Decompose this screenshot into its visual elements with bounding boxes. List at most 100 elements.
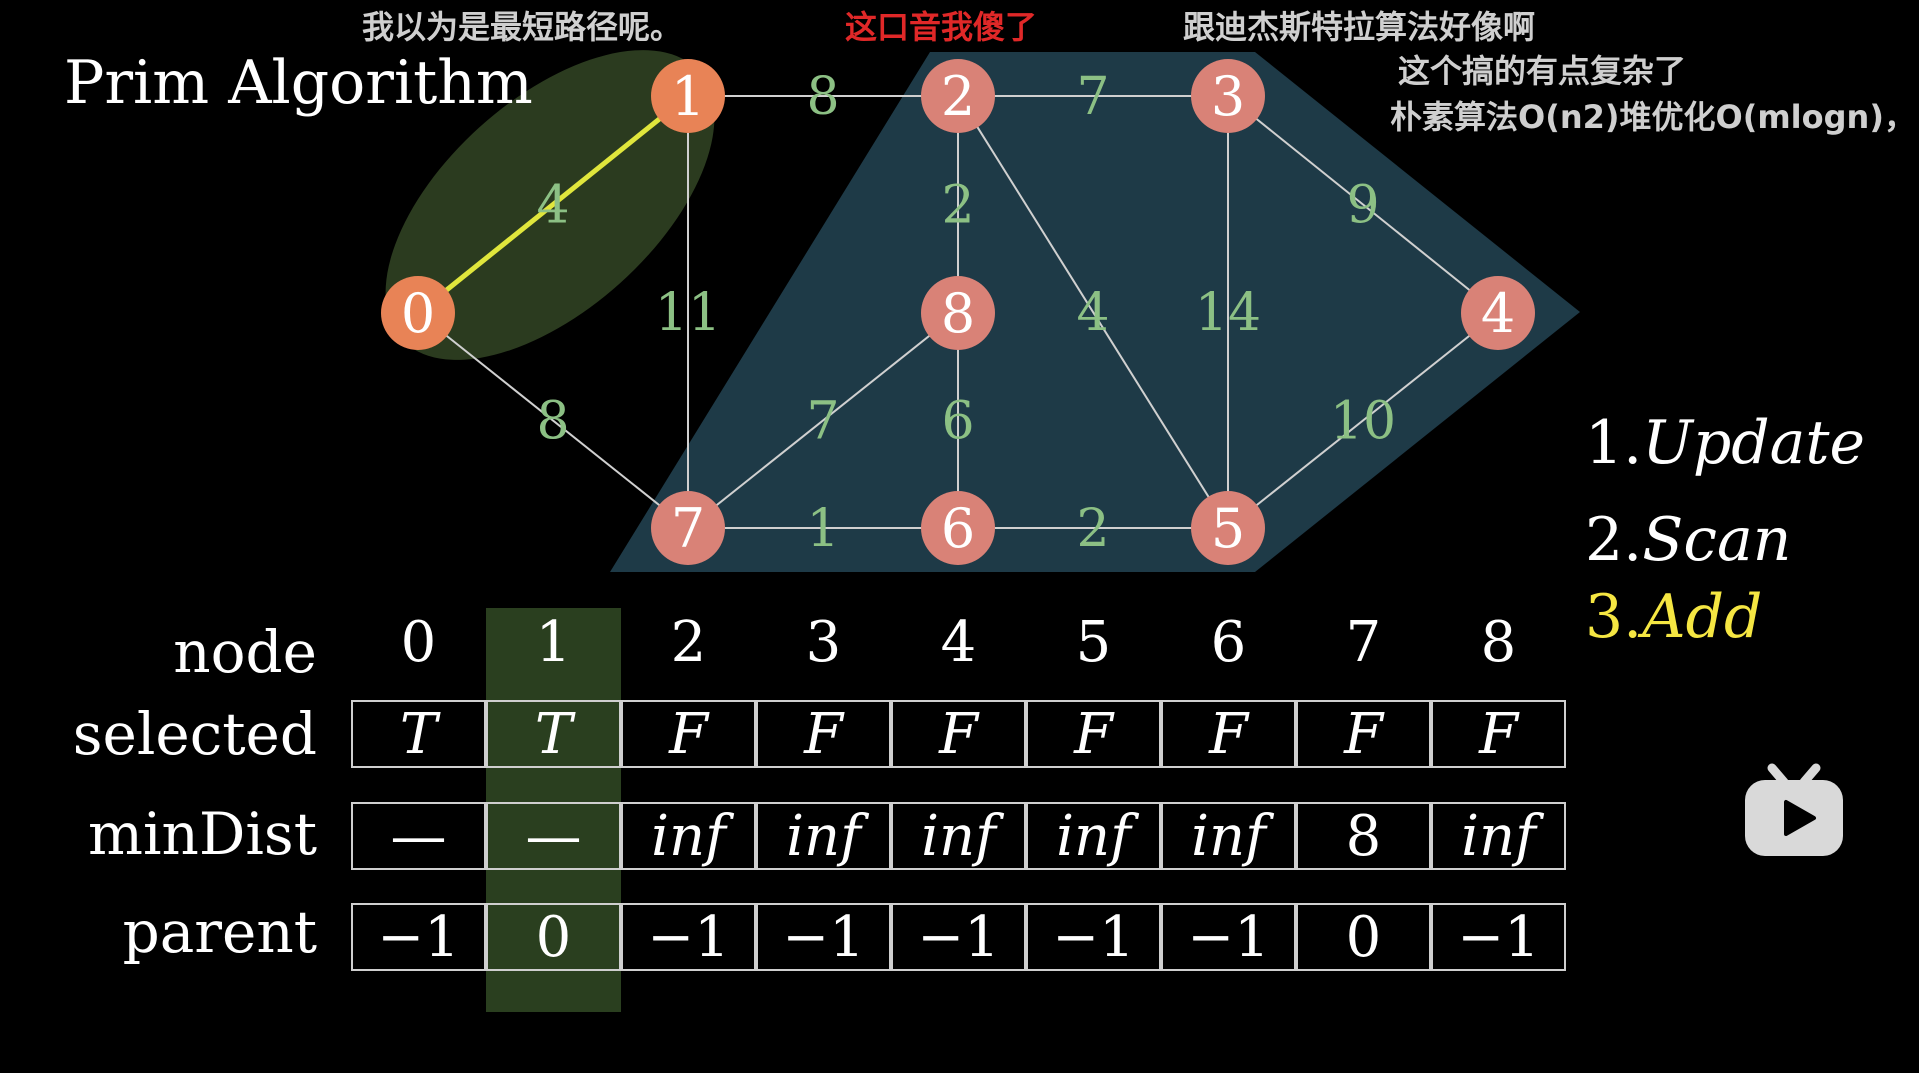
parent-cell-6: −1 <box>1161 903 1296 971</box>
node-label: 3 <box>1211 65 1245 128</box>
step-label: Update <box>1642 408 1866 478</box>
parent-cell-4: −1 <box>891 903 1026 971</box>
edge-weight-label: 8 <box>806 67 839 127</box>
selected-cell-0: T <box>351 700 486 768</box>
node-circle <box>1191 59 1265 133</box>
node-header-5: 5 <box>1075 610 1112 675</box>
mindist-cell-5: inf <box>1026 802 1161 870</box>
edge-7-8 <box>687 312 959 529</box>
selected-cell-6: F <box>1161 700 1296 768</box>
edge-weight-label: 2 <box>941 176 974 236</box>
mindist-cell-2: inf <box>621 802 756 870</box>
node-circle <box>1191 491 1265 565</box>
node-header-6: 6 <box>1210 610 1247 675</box>
mindist-cell-7: 8 <box>1296 802 1431 870</box>
parent-cell-8: −1 <box>1431 903 1566 971</box>
graph-node-3: 3 <box>1191 59 1265 133</box>
parent-cell-1: 0 <box>486 903 621 971</box>
edge-weight-label: 9 <box>1346 176 1379 236</box>
edge-weight-label: 8 <box>536 392 569 452</box>
graph-node-6: 6 <box>921 491 995 565</box>
row-label-parent: parent <box>122 898 317 966</box>
node-header-3: 3 <box>805 610 842 675</box>
node-label: 7 <box>671 497 705 560</box>
step-add: 3.Add <box>1585 582 1762 652</box>
edge-weight-label: 4 <box>1076 283 1109 343</box>
graph-node-0: 0 <box>381 276 455 350</box>
node-label: 5 <box>1211 497 1245 560</box>
selected-cell-4: F <box>891 700 1026 768</box>
step-label: Add <box>1642 582 1763 652</box>
step-number: 3. <box>1585 582 1643 652</box>
mindist-cell-8: inf <box>1431 802 1566 870</box>
edge-3-4 <box>1227 95 1499 314</box>
edge-weight-label: 7 <box>806 392 839 452</box>
edge-weight-label: 14 <box>1195 283 1261 343</box>
row-label-selected: selected <box>72 700 317 768</box>
step-number: 1. <box>1585 408 1643 478</box>
danmaku-comment: 这口音我傻了 <box>845 8 1038 46</box>
edge-weight-label: 10 <box>1330 392 1396 452</box>
parent-cell-7: 0 <box>1296 903 1431 971</box>
graph-node-1: 1 <box>651 59 725 133</box>
node-header-8: 8 <box>1480 610 1517 675</box>
selected-cell-1: T <box>486 700 621 768</box>
row-label-node: node <box>173 618 317 686</box>
node-header-7: 7 <box>1345 610 1382 675</box>
page-title: Prim Algorithm <box>64 48 533 118</box>
node-circle <box>921 59 995 133</box>
node-label: 2 <box>941 65 975 128</box>
node-label: 8 <box>941 282 975 345</box>
node-circle <box>651 491 725 565</box>
mindist-cell-3: inf <box>756 802 891 870</box>
edge-weight-label: 1 <box>806 499 839 559</box>
edge-weight-label: 2 <box>1076 499 1109 559</box>
graph-node-4: 4 <box>1461 276 1535 350</box>
node-circle <box>1461 276 1535 350</box>
edge-4-5 <box>1227 312 1499 529</box>
edge-0-1 <box>416 94 690 315</box>
danmaku-comment: 跟迪杰斯特拉算法好像啊 <box>1183 8 1536 46</box>
node-header-4: 4 <box>940 610 977 675</box>
edge-weight-label: 11 <box>655 283 721 343</box>
graph-node-2: 2 <box>921 59 995 133</box>
selected-cell-2: F <box>621 700 756 768</box>
selected-cell-8: F <box>1431 700 1566 768</box>
danmaku-comment: 朴素算法O(n2)堆优化O(mlogn)， <box>1390 98 1916 136</box>
selected-cell-7: F <box>1296 700 1431 768</box>
graph-node-7: 7 <box>651 491 725 565</box>
node-label: 1 <box>671 65 705 128</box>
edge-weight-label: 4 <box>536 176 569 236</box>
mindist-cell-1: — <box>486 802 621 870</box>
node-circle <box>921 276 995 350</box>
parent-cell-2: −1 <box>621 903 756 971</box>
danmaku-comment: 这个搞的有点复杂了 <box>1398 52 1687 90</box>
parent-cell-0: −1 <box>351 903 486 971</box>
bilibili-tv-icon <box>1745 763 1843 856</box>
highlighted-column <box>486 608 621 1012</box>
parent-cell-3: −1 <box>756 903 891 971</box>
edge-0-7 <box>417 312 689 529</box>
node-circle <box>651 59 725 133</box>
mindist-cell-0: — <box>351 802 486 870</box>
mindist-cell-4: inf <box>891 802 1026 870</box>
parent-cell-5: −1 <box>1026 903 1161 971</box>
step-number: 2. <box>1585 505 1643 575</box>
node-label: 6 <box>941 497 975 560</box>
step-scan: 2.Scan <box>1585 505 1791 575</box>
node-circle <box>921 491 995 565</box>
node-circle <box>381 276 455 350</box>
node-header-1: 1 <box>535 610 572 675</box>
edge-weight-label: 7 <box>1076 67 1109 127</box>
graph-node-5: 5 <box>1191 491 1265 565</box>
node-label: 4 <box>1481 282 1515 345</box>
step-label: Scan <box>1642 505 1792 575</box>
graph-node-8: 8 <box>921 276 995 350</box>
mindist-cell-6: inf <box>1161 802 1296 870</box>
node-label: 0 <box>401 282 435 345</box>
danmaku-comment: 我以为是最短路径呢。 <box>362 8 683 46</box>
selected-cell-3: F <box>756 700 891 768</box>
row-label-mindist: minDist <box>87 800 317 868</box>
